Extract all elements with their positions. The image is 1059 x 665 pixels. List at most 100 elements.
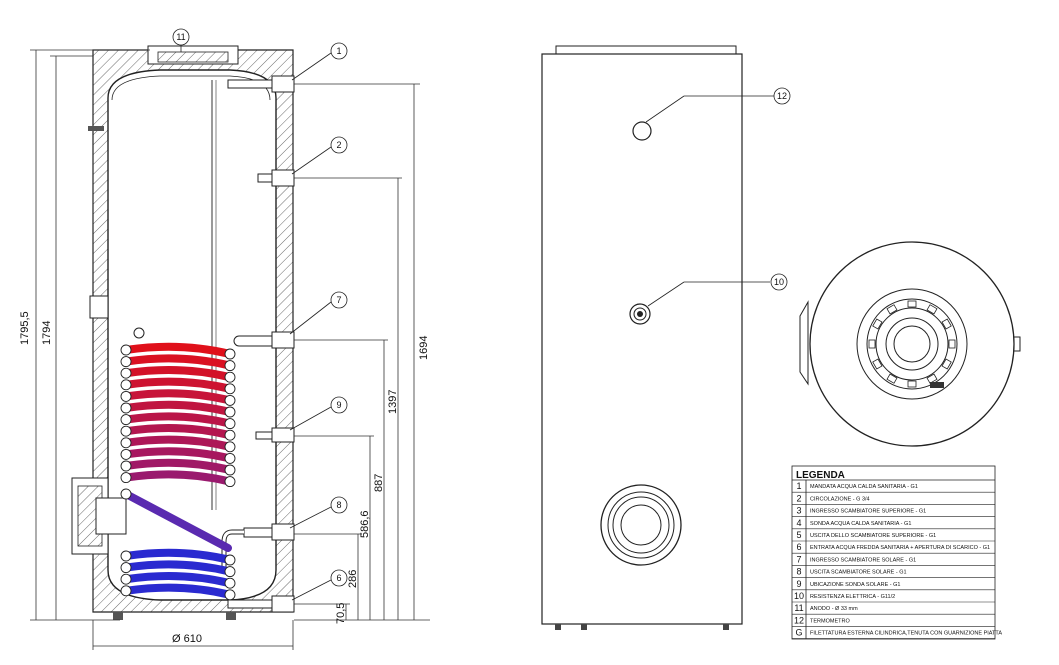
- legend-item-number: 4: [796, 518, 801, 528]
- connection-9: [255, 427, 295, 443]
- dim-586: 586,6: [359, 510, 371, 538]
- coil-section-right: [224, 452, 236, 464]
- coil-section-left: [120, 562, 132, 574]
- coil-section-right: [224, 360, 236, 372]
- coil-turn-lower: [122, 583, 234, 599]
- dimension-lines: [30, 49, 430, 650]
- coil-turn-upper: [122, 412, 234, 428]
- flange-bolt: [948, 339, 956, 349]
- flange-bolt: [907, 300, 917, 308]
- callout-6: 6: [336, 573, 341, 583]
- dim-diameter: Ø 610: [172, 633, 202, 645]
- dim-1795: 1795,5: [19, 311, 31, 345]
- legend-item-number: 5: [796, 530, 801, 540]
- legend-item-text: INGRESSO SCAMBIATORE SUPERIORE - G1: [810, 509, 926, 515]
- coil-turn-lower: [122, 560, 234, 576]
- callout-11: 11: [176, 32, 185, 42]
- flange-bolt: [868, 339, 876, 349]
- section-view: [71, 45, 295, 620]
- coil-section-left: [120, 437, 132, 449]
- legend-item-text: FILETTATURA ESTERNA CILINDRICA,TENUTA CO…: [810, 631, 1002, 637]
- coil-section-left: [120, 448, 132, 460]
- legend-title: LEGENDA: [796, 470, 845, 481]
- legend-item-number: G: [795, 628, 802, 638]
- callouts-section: [172, 28, 348, 601]
- coil-section-left: [120, 472, 132, 484]
- coil-section-right: [224, 554, 236, 566]
- thermometer: [632, 121, 652, 141]
- coil-section-right: [224, 476, 236, 488]
- coil-turn-upper: [122, 470, 234, 486]
- flange-bolt: [886, 373, 898, 384]
- front-view: 12 10: [541, 45, 791, 630]
- flange-bolt: [886, 304, 898, 315]
- coil-turn-upper: [122, 342, 234, 358]
- coil-section-left: [120, 573, 132, 585]
- dim-70: 70,5: [335, 603, 347, 624]
- coil-section-right: [224, 418, 236, 430]
- legend-item-number: 7: [796, 554, 801, 564]
- dimension-labels: 1795,5 1794 1694 1397 887 586,6 286 70,5…: [19, 311, 430, 645]
- legend-item-text: ENTRATA ACQUA FREDDA SANITARIA + APERTUR…: [810, 545, 990, 551]
- callout-9: 9: [336, 400, 341, 410]
- coil-turn-upper: [122, 458, 234, 474]
- coil-section-right: [224, 406, 236, 418]
- coil-section-left: [120, 379, 132, 391]
- coil-section-right: [224, 464, 236, 476]
- legend-item-number: 8: [796, 567, 801, 577]
- coil-section-left: [120, 425, 132, 437]
- coil-turn-upper: [122, 424, 234, 440]
- legend-item-number: 1: [796, 481, 801, 491]
- legend-item-text: USCITA SCAMBIATORE SOLARE - G1: [810, 570, 907, 576]
- flange-bolt: [941, 358, 952, 370]
- coil-turn-lower: [122, 572, 234, 588]
- coil-section-left: [120, 356, 132, 368]
- legend-item-text: TERMOMETRO: [810, 618, 850, 624]
- legend-item-text: MANDATA ACQUA CALDA SANITARIA - G1: [810, 484, 918, 490]
- connection-7: [233, 331, 295, 349]
- coil-turn-upper: [122, 435, 234, 451]
- callout-12: 12: [777, 91, 787, 101]
- coil-section-right: [224, 394, 236, 406]
- legend-item-text: ANODO - Ø 33 mm: [810, 606, 858, 612]
- flange-bolt: [872, 318, 883, 330]
- legend-item-number: 6: [796, 542, 801, 552]
- coil-section-left: [120, 585, 132, 597]
- callout-2: 2: [336, 140, 341, 150]
- coil-section-right: [224, 383, 236, 395]
- legend-item-text: USCITA DELLO SCAMBIATORE SUPERIORE - G1: [810, 533, 936, 539]
- legend-item-number: 10: [794, 591, 804, 601]
- electric-heater-port: [629, 303, 651, 325]
- coil-turn-upper: [122, 377, 234, 393]
- dim-1397: 1397: [387, 390, 399, 414]
- dim-1794: 1794: [41, 321, 53, 345]
- flange-bolt: [926, 304, 938, 315]
- coil-turn-upper: [122, 366, 234, 382]
- callout-7: 7: [336, 295, 341, 305]
- coil-turn-upper: [122, 400, 234, 416]
- legend-item-text: SONDA ACQUA CALDA SANITARIA - G1: [810, 521, 911, 527]
- callout-8: 8: [336, 500, 341, 510]
- coil-section-right: [224, 589, 236, 601]
- coil-turn-lower: [122, 548, 234, 564]
- coil-section-right: [224, 441, 236, 453]
- coil-section-left: [120, 390, 132, 402]
- coil-transfer: [122, 490, 232, 552]
- coil-section-right: [224, 566, 236, 578]
- side-flange: [71, 477, 127, 555]
- inner-tank: [107, 69, 277, 601]
- legend-item-number: 11: [794, 603, 803, 613]
- legend-item-text: RESISTENZA ELETTRICA - G11/2: [810, 594, 895, 600]
- legend-item-number: 12: [794, 615, 804, 625]
- legend-item-text: UBICAZIONE SONDA SOLARE - G1: [810, 582, 900, 588]
- coil-section-right: [224, 348, 236, 360]
- callout-10: 10: [774, 277, 784, 287]
- callout-1: 1: [336, 46, 341, 56]
- legend-table: LEGENDA 1 MANDATA ACQUA CALDA SANITARIA -…: [791, 465, 1002, 640]
- coil-section-left: [120, 550, 132, 562]
- coil-section-left: [120, 488, 132, 500]
- dim-887: 887: [373, 474, 385, 492]
- legend-item-number: 9: [796, 579, 801, 589]
- coil-turn-upper: [122, 389, 234, 405]
- coil-section-left: [120, 402, 132, 414]
